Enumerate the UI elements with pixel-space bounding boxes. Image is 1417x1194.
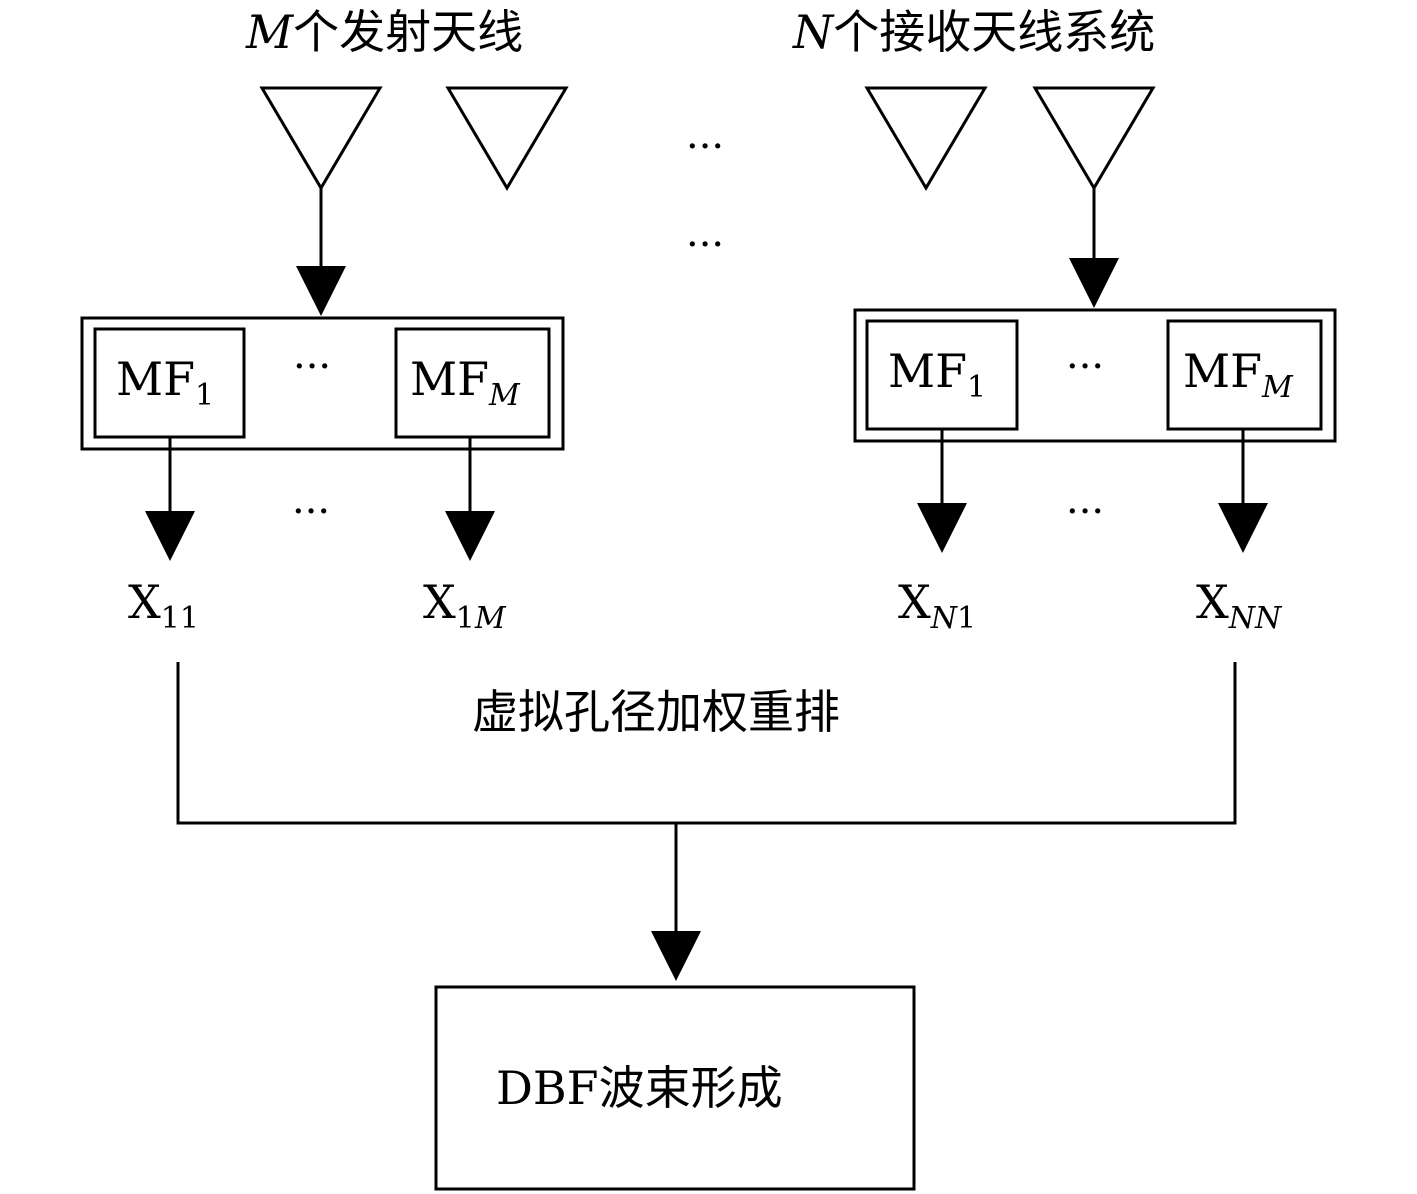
rx-matched-filter-1	[865, 319, 1019, 431]
rx-antenna-1	[864, 86, 988, 191]
tx-feed-arrow	[296, 188, 346, 316]
rearrange-label: 虚拟孔径加权重排	[472, 685, 840, 739]
tx-matched-filter-m-label: MFM	[410, 352, 521, 413]
rx-matched-filter-m-label: MFM	[1183, 344, 1294, 405]
rx-matched-filter-1-label: MF1	[888, 344, 986, 405]
rx-antenna-2	[1032, 86, 1156, 191]
output-xnn: XNN	[1196, 575, 1283, 636]
rx-matched-filter-m	[1166, 319, 1323, 431]
dbf-block	[434, 985, 916, 1191]
tx-antenna-2	[445, 86, 569, 191]
rx-output-arrow-1	[917, 429, 967, 553]
combine-bracket	[176, 662, 1237, 825]
tx-output-arrow-1	[145, 437, 195, 561]
tx-antenna-1	[259, 86, 383, 191]
rx-output-arrow-n	[1218, 429, 1268, 553]
output-x11: X11	[128, 575, 199, 636]
rx-filter-ellipsis: ···	[1066, 344, 1104, 390]
tx-output-ellipsis: ···	[292, 489, 330, 535]
tx-matched-filter-1-label: MF1	[116, 352, 214, 413]
dbf-feed-arrow	[651, 823, 701, 981]
output-x1m: X1M	[423, 575, 507, 636]
rx-output-ellipsis: ···	[1066, 489, 1104, 535]
antenna-ellipsis: ···	[686, 222, 724, 268]
tx-filter-ellipsis: ···	[293, 344, 331, 390]
output-xn1: XN1	[898, 575, 976, 636]
tx-matched-filter-1	[93, 327, 246, 439]
tx-matched-filter-m	[394, 327, 551, 439]
rx-feed-arrow	[1069, 188, 1119, 308]
rx-antennas-title: N个接收天线系统	[792, 5, 1155, 59]
dbf-label: DBF波束形成	[496, 1061, 783, 1115]
antenna-ellipsis: ···	[686, 124, 724, 170]
tx-antennas-title: M个发射天线	[245, 5, 523, 59]
tx-output-arrow-m	[445, 437, 495, 561]
